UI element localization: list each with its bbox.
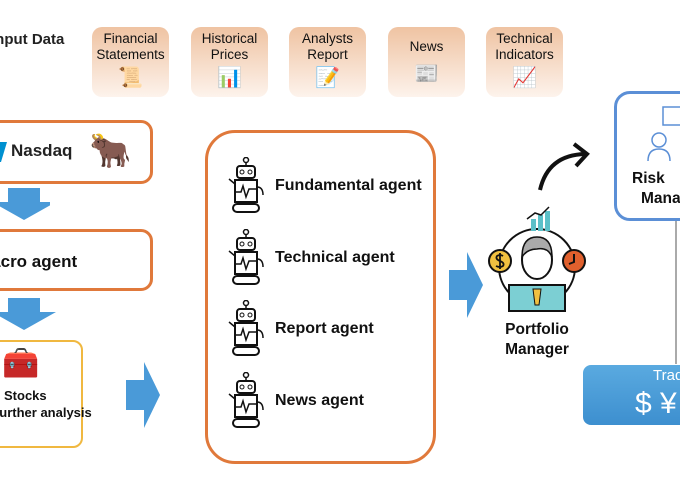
input-data-title: Input Data [0, 31, 65, 48]
agent-label: Report agent [275, 320, 374, 337]
risk-label-1: Risk [632, 170, 665, 187]
down-arrow-1 [0, 188, 50, 220]
macro-agent-box: Macro agent [0, 229, 153, 291]
robot-icon [228, 300, 264, 356]
source-label: Prices [210, 47, 249, 62]
agent-fundamental: Fundamental agent [225, 157, 422, 215]
person-idea-icon [647, 106, 680, 161]
source-analysts-report: Analysts Report 📝 [289, 27, 366, 97]
trade-box: Trade $ ¥ [583, 365, 680, 425]
robot-icon [228, 229, 264, 285]
risk-manager-box: Risk Manager [614, 91, 680, 221]
agent-news: News agent [225, 372, 364, 430]
bar-chart-icon: 📊 [217, 67, 242, 89]
agent-label: Fundamental agent [275, 177, 422, 194]
curved-arrow-icon [538, 142, 590, 191]
market-box: Nasdaq 🐂 [0, 120, 153, 184]
portfolio-manager-label: Portfolio Manager [497, 320, 577, 360]
source-label: Report [307, 47, 348, 62]
source-label: Statements [96, 47, 165, 62]
source-technical-indicators: Technical Indicators 📈 [486, 27, 563, 97]
source-label: Financial [103, 31, 158, 46]
portfolio-line-2: Manager [505, 341, 569, 358]
source-label: News [409, 39, 444, 54]
newspaper-icon: 📰 [414, 63, 439, 85]
bull-chart-icon: 🐂 [89, 132, 132, 170]
down-arrow-2 [0, 298, 56, 330]
clipboard-pen-icon: 📝 [315, 67, 340, 89]
currency-icon: $ ¥ [635, 387, 677, 420]
stocks-sublabel: for further analysis [0, 405, 92, 420]
agent-label: News agent [275, 392, 364, 409]
agent-report: Report agent [225, 300, 374, 358]
source-news: News 📰 [388, 27, 465, 97]
line-chart-icon: 📈 [512, 67, 537, 89]
source-historical-prices: Historical Prices 📊 [191, 27, 268, 97]
source-label: Analysts [301, 31, 354, 46]
trade-label: Trade [653, 367, 680, 384]
robot-icon [228, 372, 264, 428]
businessman-icon [488, 206, 586, 312]
treasure-chest-icon: 🧰 [2, 347, 40, 380]
stocks-box: 🧰 Stocks for further analysis [0, 340, 92, 448]
connector-line [675, 221, 677, 364]
market-label: Nasdaq [11, 141, 73, 160]
risk-label-2: Manager [641, 190, 680, 207]
right-arrow-2 [449, 252, 483, 318]
source-label: Historical [201, 31, 258, 46]
right-arrow-1 [126, 362, 160, 428]
macro-agent-label: Macro agent [0, 252, 78, 271]
scroll-document-icon: 📜 [118, 67, 143, 89]
source-label: Technical [496, 31, 553, 46]
portfolio-line-1: Portfolio [505, 321, 569, 338]
robot-icon [228, 157, 264, 213]
nasdaq-logo-icon [0, 142, 7, 162]
agent-label: Technical agent [275, 249, 395, 266]
stocks-label: Stocks [4, 388, 47, 403]
agent-technical: Technical agent [225, 229, 395, 287]
source-label: Indicators [495, 47, 554, 62]
source-financial-statements: Financial Statements 📜 [92, 27, 169, 97]
